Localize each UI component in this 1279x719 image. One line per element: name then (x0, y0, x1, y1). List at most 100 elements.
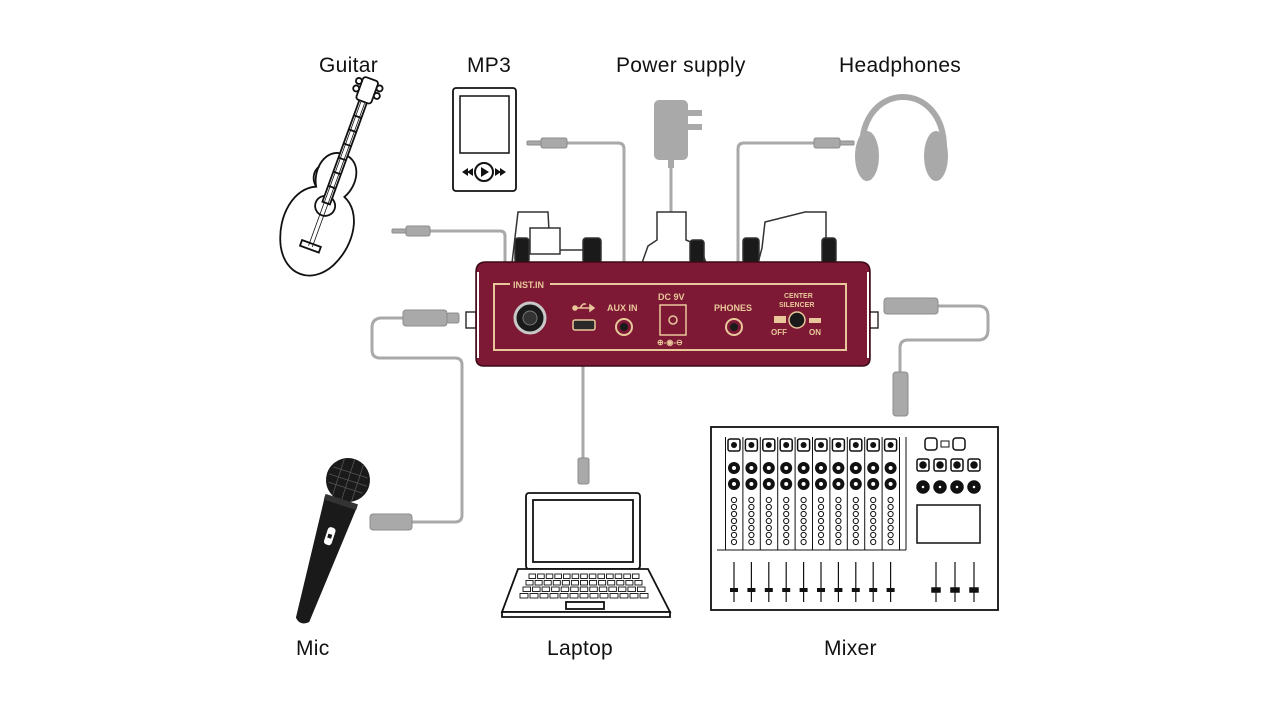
mixer-small-knob (748, 510, 755, 518)
laptop-label: Laptop (547, 637, 614, 660)
mixer-knob-center (766, 482, 771, 486)
laptop-key (532, 586, 541, 592)
laptop-key (616, 580, 625, 586)
laptop-key (606, 573, 614, 579)
mixer-small-knob (817, 510, 825, 518)
mixer-knob-center (888, 466, 893, 470)
laptop-key (609, 593, 619, 599)
mixer-xlr-pin (887, 442, 894, 448)
mixer-fader-cap (799, 588, 808, 592)
laptop-key (608, 586, 617, 592)
laptop-key (549, 593, 559, 599)
mixer-fader-cap (834, 588, 843, 592)
mp3-label: MP3 (467, 54, 512, 77)
laptop-key (545, 573, 554, 579)
mixer-small-knob (835, 503, 842, 511)
mixer-master-knob-center (954, 484, 960, 490)
laptop-key (607, 580, 616, 586)
mixer-knob-center (853, 482, 858, 486)
laptop-key (563, 573, 571, 579)
microphone-icon (295, 457, 370, 624)
mixer-small-knob (783, 531, 790, 539)
footswitches (511, 211, 837, 264)
laptop-key (561, 580, 570, 586)
mixer-small-knob (748, 496, 755, 504)
laptop-key (579, 593, 589, 599)
laptop-key (625, 580, 634, 586)
mixer-small-knob (800, 524, 807, 532)
mixer-master-input-pin (970, 461, 978, 469)
laptop-key (552, 580, 561, 586)
polarity-label: ⊕-◉-⊖ (657, 338, 683, 347)
laptop-key (525, 580, 534, 586)
laptop-key (589, 580, 598, 586)
mixer-xlr-pin (870, 442, 877, 448)
mixer-knob-center (819, 482, 823, 486)
mic-label: Mic (296, 637, 330, 660)
laptop-key (634, 580, 643, 586)
mixer-master-input-pin (936, 461, 944, 469)
mixer-small-knob (887, 538, 894, 546)
mixer-small-knob (748, 517, 755, 525)
on-label: ON (809, 328, 821, 337)
mixer-small-knob (783, 517, 790, 525)
mixer-small-knob (800, 503, 807, 511)
laptop-key (589, 586, 598, 592)
laptop-key (551, 586, 560, 592)
headphones-label: Headphones (839, 54, 962, 77)
laptop-key (570, 580, 579, 586)
mixer-fader-cap (764, 588, 773, 592)
mixer-knob-center (784, 482, 789, 486)
mixer-small-knob (887, 531, 894, 539)
cable-guitar (430, 229, 507, 300)
mixer-master-knob-center (920, 484, 926, 490)
mixer-small-knob (817, 524, 825, 532)
mixer-master-knob-center (971, 484, 977, 490)
mixer-fader-cap (747, 588, 756, 592)
laptop-key (519, 593, 529, 599)
mixer-small-knob (835, 496, 842, 504)
laptop-key (539, 593, 549, 599)
mixer-small-knob (748, 524, 755, 532)
mixer-small-knob (887, 510, 894, 518)
mixer-small-knob (765, 510, 772, 518)
laptop-key (554, 573, 562, 579)
aux-in-label: AUX IN (607, 303, 638, 313)
laptop-key (598, 586, 608, 592)
mixer-knob-center (836, 466, 841, 470)
mixer-small-knob (852, 538, 859, 546)
laptop-key (543, 580, 552, 586)
mixer-xlr-pin (852, 442, 859, 448)
mixer-small-knob (730, 517, 738, 525)
mixer-small-knob (817, 531, 825, 539)
pedal: INST.IN AUX IN DC 9V ⊕-◉-⊖ PHONES CENTER… (465, 211, 879, 367)
mixer-master-fader-cap (931, 587, 941, 593)
mixer-small-knob (817, 503, 825, 511)
laptop-key (629, 593, 639, 599)
laptop-key (580, 580, 588, 586)
mixer-xlr-pin (818, 442, 824, 448)
mixer-knob-center (871, 482, 876, 486)
mixer-small-knob (783, 538, 790, 546)
mixer-small-knob (870, 517, 877, 525)
mp3-player-icon (452, 87, 517, 192)
laptop-key (571, 573, 580, 579)
mixer-knob-center (871, 466, 876, 470)
mixer-knob-center (853, 466, 858, 470)
mixer-master-fader-cap (969, 587, 979, 593)
mixer-small-knob (835, 510, 842, 518)
mixer-small-knob (817, 538, 825, 546)
laptop-key (623, 573, 631, 579)
mixer-xlr-pin (800, 442, 807, 448)
laptop-icon (500, 492, 672, 618)
laptop-key (559, 593, 569, 599)
mixer-icon (710, 426, 999, 611)
mixer-small-knob (852, 524, 859, 532)
mixer-small-knob (835, 531, 842, 539)
mixer-small-knob (852, 517, 859, 525)
laptop-key (614, 573, 623, 579)
mixer-small-knob (800, 538, 807, 546)
guitar-label: Guitar (319, 54, 378, 77)
mixer-small-knob (765, 538, 772, 546)
